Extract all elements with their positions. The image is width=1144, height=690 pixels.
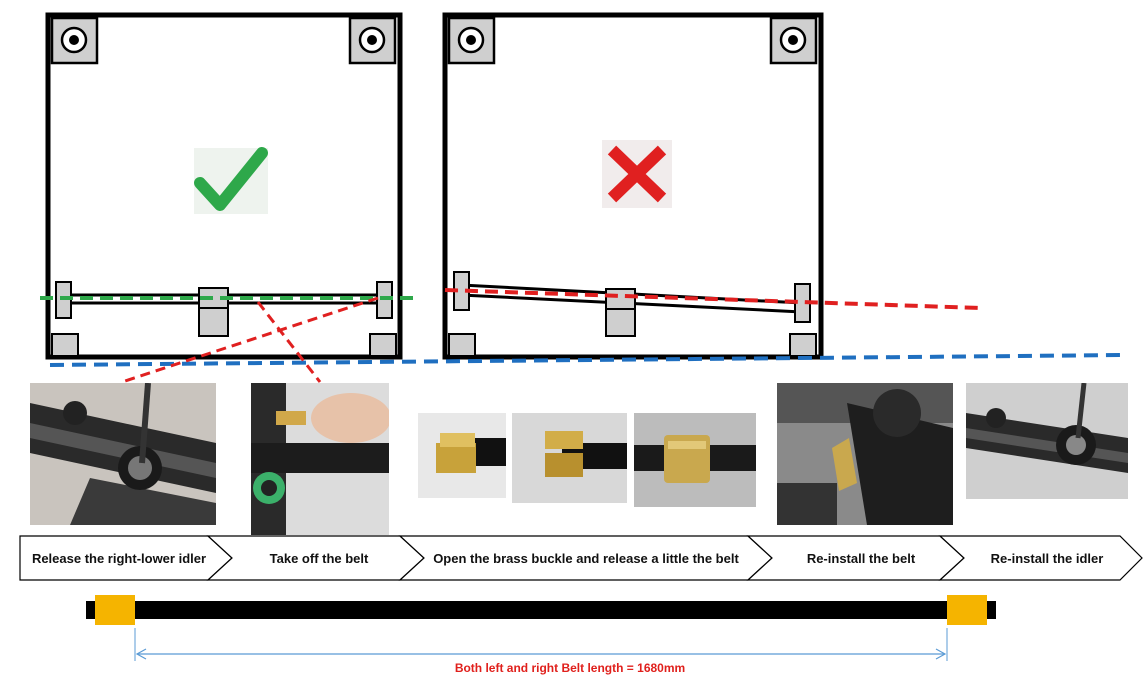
step-chevron (938, 535, 1143, 581)
bearing-icon (348, 16, 397, 65)
carriage-block (605, 308, 636, 337)
belt-clamp-right (947, 595, 987, 625)
corner-block (448, 333, 476, 357)
photo-brass-buckle-3 (634, 413, 756, 507)
photo-reinstall-belt (777, 383, 953, 525)
bearing-icon (50, 16, 99, 65)
step-label-take-off-belt: Take off the belt (269, 550, 369, 566)
photo-reinstall-idler (966, 383, 1128, 499)
belt-bar (86, 601, 996, 619)
corner-block (369, 333, 397, 357)
step-label-release-idler: Release the right-lower idler (31, 550, 207, 566)
step-label-reinstall-idler: Re-install the idler (990, 550, 1104, 566)
carriage-block (198, 307, 229, 337)
corner-block (789, 333, 817, 357)
bearing-icon (769, 16, 818, 65)
section-divider (49, 353, 1126, 367)
step-label-reinstall-belt: Re-install the belt (806, 550, 916, 566)
correct-frame (40, 12, 415, 360)
arrowhead-right-icon (935, 648, 947, 660)
tilt-guide-line (444, 288, 981, 310)
photo-release-idler (30, 383, 216, 525)
corner-block (51, 333, 79, 357)
photo-brass-buckle-1 (418, 413, 506, 498)
steps-bar (19, 535, 1143, 581)
check-mark-icon (194, 147, 268, 214)
belt-clamp-left (95, 595, 135, 625)
bearing-icon (447, 16, 496, 65)
connector-line (121, 296, 379, 384)
connector-line (256, 301, 322, 383)
arrowhead-left-icon (135, 648, 147, 660)
belt-length-caption: Both left and right Belt length = 1680mm (454, 661, 686, 675)
photo-brass-buckle-2 (512, 413, 627, 503)
incorrect-frame (442, 12, 981, 360)
photo-take-off-belt (251, 383, 389, 535)
carriage-block (605, 288, 636, 310)
cross-mark-icon (602, 140, 672, 208)
belt-length-diagram (86, 595, 996, 661)
step-label-open-buckle: Open the brass buckle and release a litt… (433, 550, 739, 566)
